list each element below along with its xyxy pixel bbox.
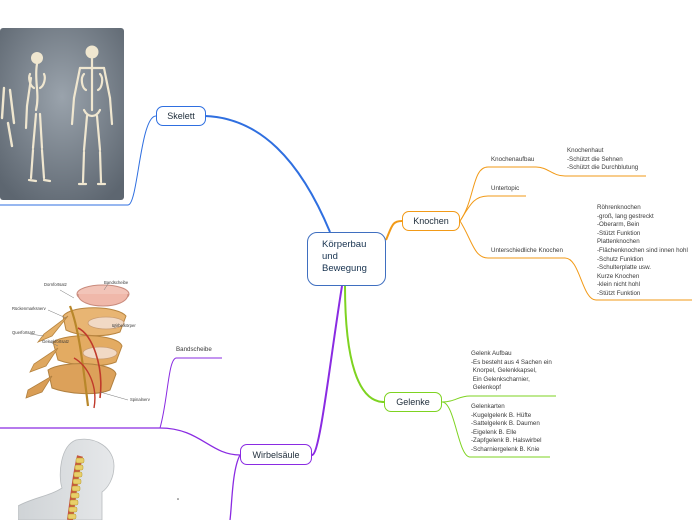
spine-anatomy-image [17, 436, 130, 521]
connector-skelett-image [0, 115, 157, 206]
root-node[interactable]: Körperbau und Bewegung [307, 232, 386, 286]
connector-untertopic [459, 195, 526, 222]
subtopic-unterschiedliche-knochen[interactable]: Unterschiedliche Knochen [491, 247, 563, 254]
topic-wirbelsaeule[interactable]: Wirbelsäule [240, 444, 312, 465]
connector-wirbelsaeule [311, 285, 343, 456]
connector-gelenkarten [441, 401, 550, 458]
connector-gelenke [344, 285, 385, 403]
topic-gelenke[interactable]: Gelenke [384, 392, 442, 412]
connector-gelenk-aufbau [441, 395, 556, 403]
label-dornfortsatz: Dornfortsatz [44, 282, 67, 287]
detail-unterschiedliche-knochen[interactable]: Röhrenknochen -groß, lang gestreckt -Obe… [597, 204, 688, 297]
connector-knochen [385, 220, 403, 241]
label-rueckenmarksnerv: Rückenmarksnerv [12, 306, 46, 311]
label-querfortsatz: Querfortsatz [12, 330, 36, 335]
subtopic-knochenaufbau[interactable]: Knochenaufbau [491, 156, 535, 163]
skeleton-image [0, 28, 124, 200]
connector-spine-image [229, 454, 241, 520]
subtopic-gelenk-aufbau[interactable]: Gelenk Aufbau -Es besteht aus 4 Sachen e… [471, 350, 552, 392]
connector-unterschiedliche [459, 220, 565, 259]
topic-knochen[interactable]: Knochen [402, 211, 460, 231]
connector-knochenaufbau [459, 166, 536, 222]
label-gelenkfortsatz: Gelenkfortsatz [42, 339, 69, 344]
connector-bandscheibe [0, 427, 241, 456]
detail-knochenaufbau[interactable]: Knochenhaut -Schützt die Sehnen -Schützt… [567, 147, 639, 172]
topic-skelett[interactable]: Skelett [156, 106, 206, 126]
vertebra-diagram-image: Dornfortsatz Bandscheibe Rückenmarksnerv… [8, 276, 150, 410]
label-spinalnerv: Spinalnerv [130, 397, 150, 402]
subtopic-bandscheibe[interactable]: Bandscheibe [176, 346, 212, 353]
subtopic-gelenkarten[interactable]: Gelenkarten -Kugelgelenk B. Hüfte -Satte… [471, 403, 542, 453]
label-bandscheibe-diagram: Bandscheibe [104, 280, 129, 285]
label-wirbelkoerper: Wirbelkörper [112, 323, 136, 328]
subtopic-untertopic[interactable]: Untertopic [491, 185, 520, 192]
connector-skelett [204, 115, 331, 233]
